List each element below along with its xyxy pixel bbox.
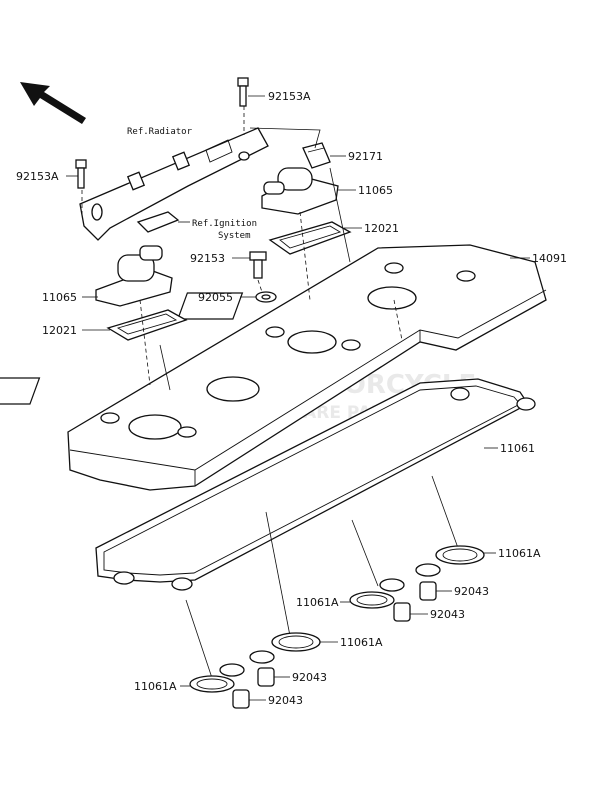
part-labels: 92153A Ref.Radiator 92153A 92171 11065 R… — [16, 90, 567, 707]
plug-92043-left-1 — [257, 667, 275, 687]
label-92043-left-2: 92043 — [268, 694, 303, 707]
radiator-bracket — [79, 127, 269, 241]
label-leaders — [66, 95, 530, 701]
label-11061A-center: 11061A — [340, 636, 383, 649]
label-92043-right-1: 92043 — [454, 585, 489, 598]
label-11061A-left: 11061A — [134, 680, 177, 693]
label-92153: 92153 — [190, 252, 225, 265]
label-12021-right: 12021 — [364, 222, 399, 235]
plug-92043-right-1 — [419, 581, 437, 601]
label-11065-left: 11065 — [42, 291, 77, 304]
front-direction-arrow-icon — [20, 82, 86, 124]
label-92043-left-1: 92043 — [292, 671, 327, 684]
label-14091: 14091 — [532, 252, 567, 265]
plug-92043-left-2 — [232, 689, 250, 709]
cover-gasket-11061 — [95, 378, 536, 591]
plug-92043-right-2 — [393, 602, 411, 622]
label-92171: 92171 — [348, 150, 383, 163]
cap-11065-left — [95, 245, 173, 307]
seal-11061A-middle — [349, 591, 395, 609]
gasket-12021-left — [106, 309, 188, 341]
seal-11061A-left — [189, 675, 235, 693]
label-92043-right-2: 92043 — [430, 608, 465, 621]
label-11061A-right: 11061A — [498, 547, 541, 560]
cap-11065-right — [261, 167, 339, 215]
clip-92171 — [302, 142, 331, 169]
washer-seal-right — [415, 563, 441, 577]
label-12021-left: 12021 — [42, 324, 77, 337]
label-11061A-middle: 11061A — [296, 596, 339, 609]
guide-lines — [81, 106, 403, 391]
bolt-92153 — [249, 251, 267, 279]
label-11061: 11061 — [500, 442, 535, 455]
cylinder-head-cover-14091 — [0, 244, 547, 491]
label-92055: 92055 — [198, 291, 233, 304]
label-11065-right: 11065 — [358, 184, 393, 197]
label-92153A-top: 92153A — [268, 90, 311, 103]
plug-seals — [185, 475, 485, 709]
label-92153A-left: 92153A — [16, 170, 59, 183]
label-ref-radiator: Ref.Radiator — [127, 127, 193, 137]
gasket-12021-right — [268, 221, 352, 255]
bolt-92153A-left — [75, 159, 87, 189]
bolt-92153A-top — [237, 77, 249, 107]
label-ref-ignition-line1: Ref.Ignition — [192, 219, 257, 229]
label-ref-ignition-line2: System — [218, 231, 251, 241]
washer-92055 — [255, 291, 277, 303]
